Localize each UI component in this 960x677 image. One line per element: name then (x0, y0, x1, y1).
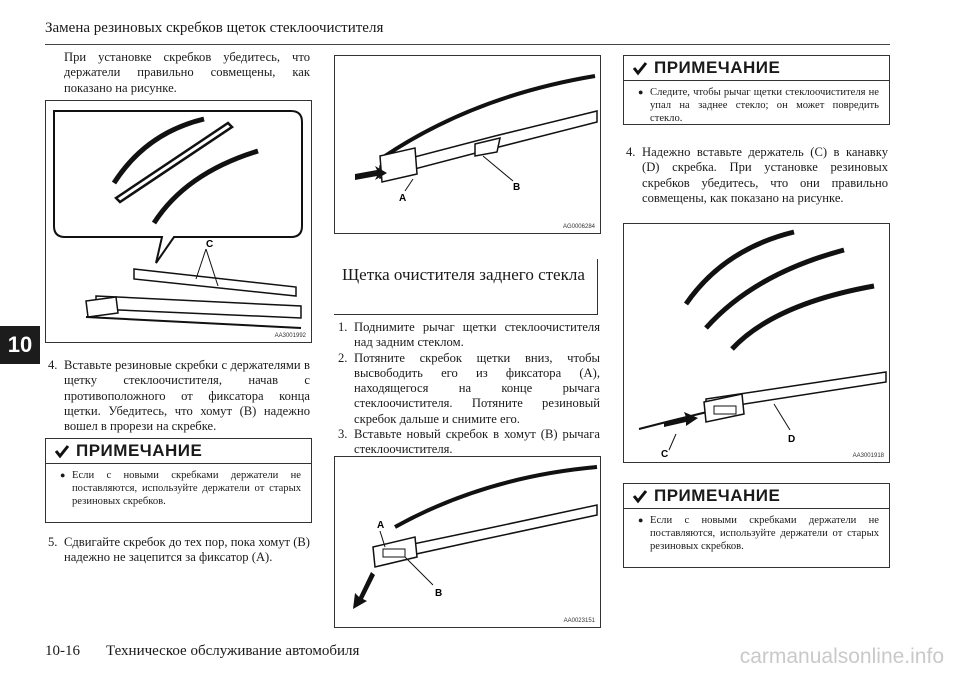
header-rule (45, 44, 890, 45)
watermark: carmanualsonline.info (739, 645, 944, 668)
note-box-3: ПРИМЕЧАНИЕ ● Если с новыми скребками держ… (623, 483, 890, 568)
bullet-icon: ● (60, 470, 66, 480)
page-number: 10-16 (45, 643, 80, 659)
figure-holder-groove: C D AA3001918 (623, 223, 890, 463)
note-box-2: ПРИМЕЧАНИЕ ● Следите, чтобы рычаг щетки с… (623, 55, 890, 125)
figure-rear-wiper-removal: A B AA0023151 (334, 456, 601, 628)
figure-code: AA0023151 (563, 618, 595, 624)
holder-groove-illustration: C D (638, 229, 887, 460)
label-d: D (788, 434, 795, 445)
label-a: A (377, 520, 384, 531)
figure-code: AA3001918 (852, 453, 884, 459)
section-title: Щетка очистителя заднего стекла (334, 259, 598, 315)
note-title: ПРИМЕЧАНИЕ (76, 441, 203, 460)
step-2: 2.Потяните скребок щетки вниз, чтобы выс… (338, 350, 600, 426)
checkmark-icon (54, 445, 70, 459)
label-c: C (661, 449, 668, 460)
note-text: Если с новыми скребками держатели не пос… (72, 470, 301, 507)
note-title: ПРИМЕЧАНИЕ (654, 58, 781, 77)
label-c: C (206, 239, 213, 250)
chapter-tab: 10 (0, 326, 40, 364)
rear-wiper-clip-illustration: A B (355, 74, 598, 204)
note-text: Следите, чтобы рычаг щетки стеклоочистит… (650, 87, 879, 124)
figure-blade-holders: C AA3001992 (45, 100, 312, 343)
checkmark-icon (632, 62, 648, 76)
label-b: B (513, 182, 520, 193)
wiper-holders-illustration: C (53, 110, 303, 329)
figure-code: AG0006284 (562, 224, 595, 230)
label-a: A (399, 193, 406, 204)
label-b: B (435, 588, 442, 599)
intro-paragraph: При установке скребков убедитесь, что де… (64, 50, 310, 95)
page-header-title: Замена резиновых скребков щеток стеклооч… (45, 20, 384, 36)
footer-title: Техническое обслуживание автомобиля (106, 643, 360, 659)
bullet-icon: ● (638, 87, 644, 97)
note-box-1: ПРИМЕЧАНИЕ ● Если с новыми скребками держ… (45, 438, 312, 523)
note-text: Если с новыми скребками держатели не пос… (650, 515, 879, 552)
bullet-icon: ● (638, 515, 644, 525)
step-1: 1.Поднимите рычаг щетки стеклоочистителя… (338, 320, 600, 350)
step-3: 3.Вставьте новый скребок в хомут (B) рыч… (338, 427, 600, 457)
step-4-paragraph: 4.Вставьте резиновые скребки с держателя… (48, 358, 310, 434)
note-title: ПРИМЕЧАНИЕ (654, 486, 781, 505)
figure-rear-wiper-clip: A B AG0006284 (334, 55, 601, 234)
step-5-paragraph: 5.Сдвигайте скребок до тех пор, пока хом… (48, 535, 310, 565)
rear-wiper-removal-illustration: A B (353, 465, 598, 609)
checkmark-icon (632, 490, 648, 504)
figure-code: AA3001992 (274, 333, 306, 339)
col3-step-4-paragraph: 4.Надежно вставьте держатель (C) в канав… (626, 145, 888, 205)
rear-steps-list: 1.Поднимите рычаг щетки стеклоочистителя… (338, 320, 600, 458)
